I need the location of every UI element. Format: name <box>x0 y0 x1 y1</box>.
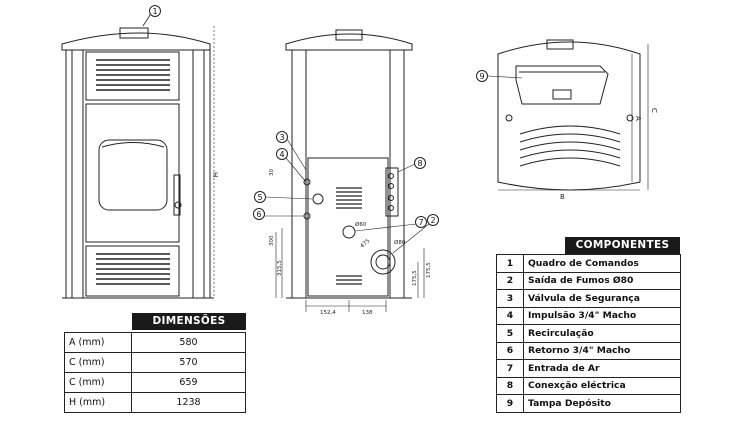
comp-name: Entrada de Ar <box>523 359 681 378</box>
table-row: C (mm) 659 <box>64 372 246 393</box>
comp-num: 4 <box>496 306 524 325</box>
dim-value: 659 <box>131 372 246 393</box>
comp-name: Válvula de Segurança <box>523 289 681 308</box>
top-view <box>497 39 649 191</box>
comp-num: 5 <box>496 324 524 343</box>
callout-2 <box>427 214 439 226</box>
callout-7 <box>415 216 427 228</box>
comp-name: Impulsão 3/4" Macho <box>523 306 681 325</box>
dim-152: 152,4 <box>320 310 336 316</box>
comp-name: Saída de Fumos Ø80 <box>523 271 681 290</box>
componentes-title: COMPONENTES <box>565 237 680 254</box>
dim-o60: Ø60 <box>355 221 367 228</box>
comp-num: 6 <box>496 341 524 360</box>
callout-4-label: 4 <box>279 150 284 159</box>
comp-name: Retorno 3/4" Macho <box>523 341 681 360</box>
front-view <box>61 11 215 299</box>
dim-value: 570 <box>131 352 246 373</box>
comp-name: Conexção eléctrica <box>523 376 681 395</box>
callout-9 <box>476 70 488 82</box>
callout-3-label: 3 <box>279 133 284 142</box>
dim-300: 300 <box>269 235 275 246</box>
comp-num: 1 <box>496 254 524 273</box>
table-row: A (mm) 580 <box>64 332 246 353</box>
dim-letter-h: H <box>211 172 219 177</box>
callout-3 <box>276 131 288 143</box>
dim-175b: 175,5 <box>426 262 432 278</box>
comp-name: Quadro de Comandos <box>523 254 681 273</box>
dim-value: 580 <box>131 332 246 353</box>
comp-num: 8 <box>496 376 524 395</box>
table-row: C (mm) 570 <box>64 352 246 373</box>
side-view <box>275 29 425 312</box>
dim-letter-c: C <box>650 108 658 113</box>
callout-1 <box>149 5 161 17</box>
callout-8 <box>414 157 426 169</box>
callout-2-label: 2 <box>430 216 435 225</box>
callout-1-label: 1 <box>152 7 157 16</box>
callout-9-label: 9 <box>479 72 484 81</box>
dimensoes-table: A (mm) 580 C (mm) 570 C (mm) 659 H (mm) … <box>64 313 246 413</box>
comp-num: 3 <box>496 289 524 308</box>
callout-5 <box>254 191 266 203</box>
dim-letter-b: B <box>560 193 565 201</box>
callout-4 <box>276 148 288 160</box>
dim-315: 315,5 <box>277 260 283 276</box>
comp-num: 7 <box>496 359 524 378</box>
dim-label: C (mm) <box>64 352 132 373</box>
dim-value: 1238 <box>131 392 246 413</box>
dim-138: 138 <box>362 310 373 316</box>
dim-label: C (mm) <box>64 372 132 393</box>
dim-475: 475 <box>359 238 371 250</box>
comp-name: Tampa Depósito <box>523 394 681 413</box>
comp-num: 9 <box>496 394 524 413</box>
callout-7-label: 7 <box>418 218 423 227</box>
dim-label: H (mm) <box>64 392 132 413</box>
dim-175a: 175,5 <box>412 270 418 286</box>
table-row: H (mm) 1238 <box>64 392 246 413</box>
callout-5-label: 5 <box>257 193 262 202</box>
dimensoes-title: DIMENSÕES <box>132 313 246 330</box>
dim-letter-a: A <box>634 116 642 121</box>
callout-6 <box>253 208 265 220</box>
comp-num: 2 <box>496 271 524 290</box>
dim-label: A (mm) <box>64 332 132 353</box>
dim-o80: Ø80 <box>394 239 406 246</box>
dim-30: 30 <box>269 169 275 176</box>
callout-6-label: 6 <box>256 210 261 219</box>
comp-name: Recirculação <box>523 324 681 343</box>
callout-8-label: 8 <box>417 159 422 168</box>
